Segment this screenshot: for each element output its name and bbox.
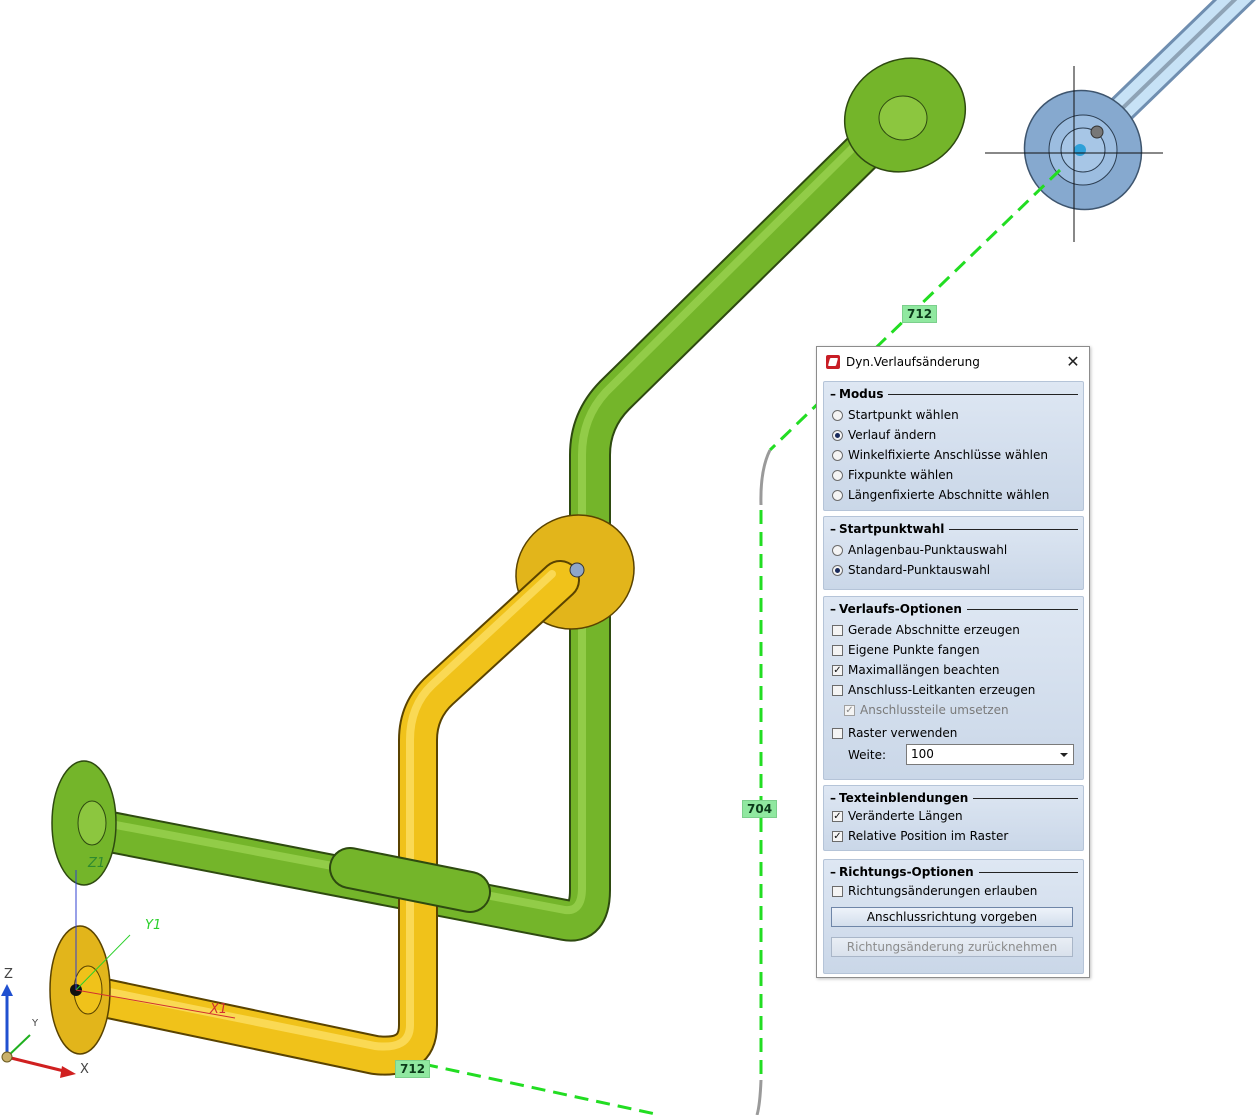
richtungsaenderung-zuruecknehmen-button: Richtungsänderung zurücknehmen [831,937,1073,957]
dimension-label-side: 704 [742,800,778,818]
local-axis-y-label: Y1 [145,918,162,933]
checkbox-icon [832,644,843,656]
checkmark-icon: ✓ [832,810,843,822]
radio-icon [832,409,843,421]
dimension-label-bottom: 712 [395,1060,431,1078]
radio-icon [832,449,843,461]
group-richtungs-optionen-heading: Richtungs-Optionen [839,865,974,879]
radio-icon [832,544,843,556]
radio-verlauf-aendern[interactable]: Verlauf ändern [832,427,936,443]
checkmark-icon: ✓ [844,704,855,716]
checkbox-icon [832,684,843,696]
checkbox-eigene-punkte[interactable]: Eigene Punkte fangen [832,642,980,658]
dyn-verlaufsaenderung-dialog[interactable]: Dyn.Verlaufsänderung ✕ –Modus Startpunkt… [816,346,1090,978]
radio-standard-punktauswahl[interactable]: Standard-Punktauswahl [832,562,990,578]
yellow-flange-left[interactable] [49,925,111,1055]
checkbox-icon [832,727,843,739]
group-startpunktwahl-heading: Startpunktwahl [839,522,945,536]
checkbox-anschlussteile-umsetzen: ✓Anschlussteile umsetzen [844,703,1009,717]
green-pipe[interactable] [79,99,916,942]
radio-icon [832,489,843,501]
checkbox-raster-verwenden[interactable]: Raster verwenden [832,725,957,741]
group-texteinblendungen: –Texteinblendungen ✓Veränderte Längen ✓R… [823,785,1084,851]
group-modus: –Modus Startpunkt wählen Verlauf ändern … [823,381,1084,511]
radio-anlagenbau-punktauswahl[interactable]: Anlagenbau-Punktauswahl [832,542,1007,558]
radio-selected-icon [832,429,843,441]
global-axis-z-label: Z [4,967,13,982]
group-verlaufs-optionen: –Verlaufs-Optionen Gerade Abschnitte erz… [823,596,1084,780]
green-flange-left[interactable] [51,760,117,886]
global-axis-x-label: X [80,1062,89,1077]
global-axes [1,984,76,1078]
checkbox-gerade-abschnitte[interactable]: Gerade Abschnitte erzeugen [832,622,1020,638]
radio-icon [832,469,843,481]
group-texteinblendungen-heading: Texteinblendungen [839,791,969,805]
global-axis-y-label: Y [32,1018,39,1029]
yellow-pipe[interactable] [70,560,580,1076]
checkbox-maximallaengen[interactable]: ✓Maximallängen beachten [832,663,1000,677]
checkbox-icon [832,885,843,897]
checkmark-icon: ✓ [832,664,843,676]
group-verlaufs-optionen-heading: Verlaufs-Optionen [839,602,962,616]
radio-laengenfixierte-abschnitte[interactable]: Längenfixierte Abschnitte wählen [832,487,1049,503]
weite-label: Weite: [848,748,887,762]
app-logo-icon [826,355,840,369]
green-flange-top[interactable] [824,36,986,193]
checkbox-anschluss-leitkanten[interactable]: Anschluss-Leitkanten erzeugen [832,682,1035,698]
dialog-title: Dyn.Verlaufsänderung [846,355,980,369]
dialog-titlebar[interactable]: Dyn.Verlaufsänderung ✕ [817,347,1089,377]
blue-pipe[interactable] [1085,0,1256,145]
radio-fixpunkte-waehlen[interactable]: Fixpunkte wählen [832,467,953,483]
weite-select[interactable]: 100 [906,744,1074,765]
chevron-down-icon[interactable] [1060,753,1068,757]
blue-flange[interactable] [1003,69,1163,231]
local-axis-x-label: X1 [210,1002,228,1017]
group-startpunktwahl: –Startpunktwahl Anlagenbau-Punktauswahl … [823,516,1084,590]
group-modus-heading: Modus [839,387,884,401]
checkbox-richtungsaenderungen[interactable]: Richtungsänderungen erlauben [832,883,1037,899]
close-icon[interactable]: ✕ [1066,352,1080,371]
local-axis-z-label: Z1 [88,856,106,871]
dimension-label-top: 712 [902,305,938,323]
crosshair [985,66,1163,242]
checkbox-relative-position[interactable]: ✓Relative Position im Raster [832,829,1009,843]
group-richtungs-optionen: –Richtungs-Optionen Richtungsänderungen … [823,859,1084,974]
local-axes [75,870,236,1019]
checkbox-veraenderte-laengen[interactable]: ✓Veränderte Längen [832,809,963,823]
radio-selected-icon [832,564,843,576]
checkbox-icon [832,624,843,636]
anschlussrichtung-vorgeben-button[interactable]: Anschlussrichtung vorgeben [831,907,1073,927]
radio-startpunkt-waehlen[interactable]: Startpunkt wählen [832,407,959,423]
checkmark-icon: ✓ [832,830,843,842]
radio-winkelfixierte-anschluesse[interactable]: Winkelfixierte Anschlüsse wählen [832,447,1048,463]
